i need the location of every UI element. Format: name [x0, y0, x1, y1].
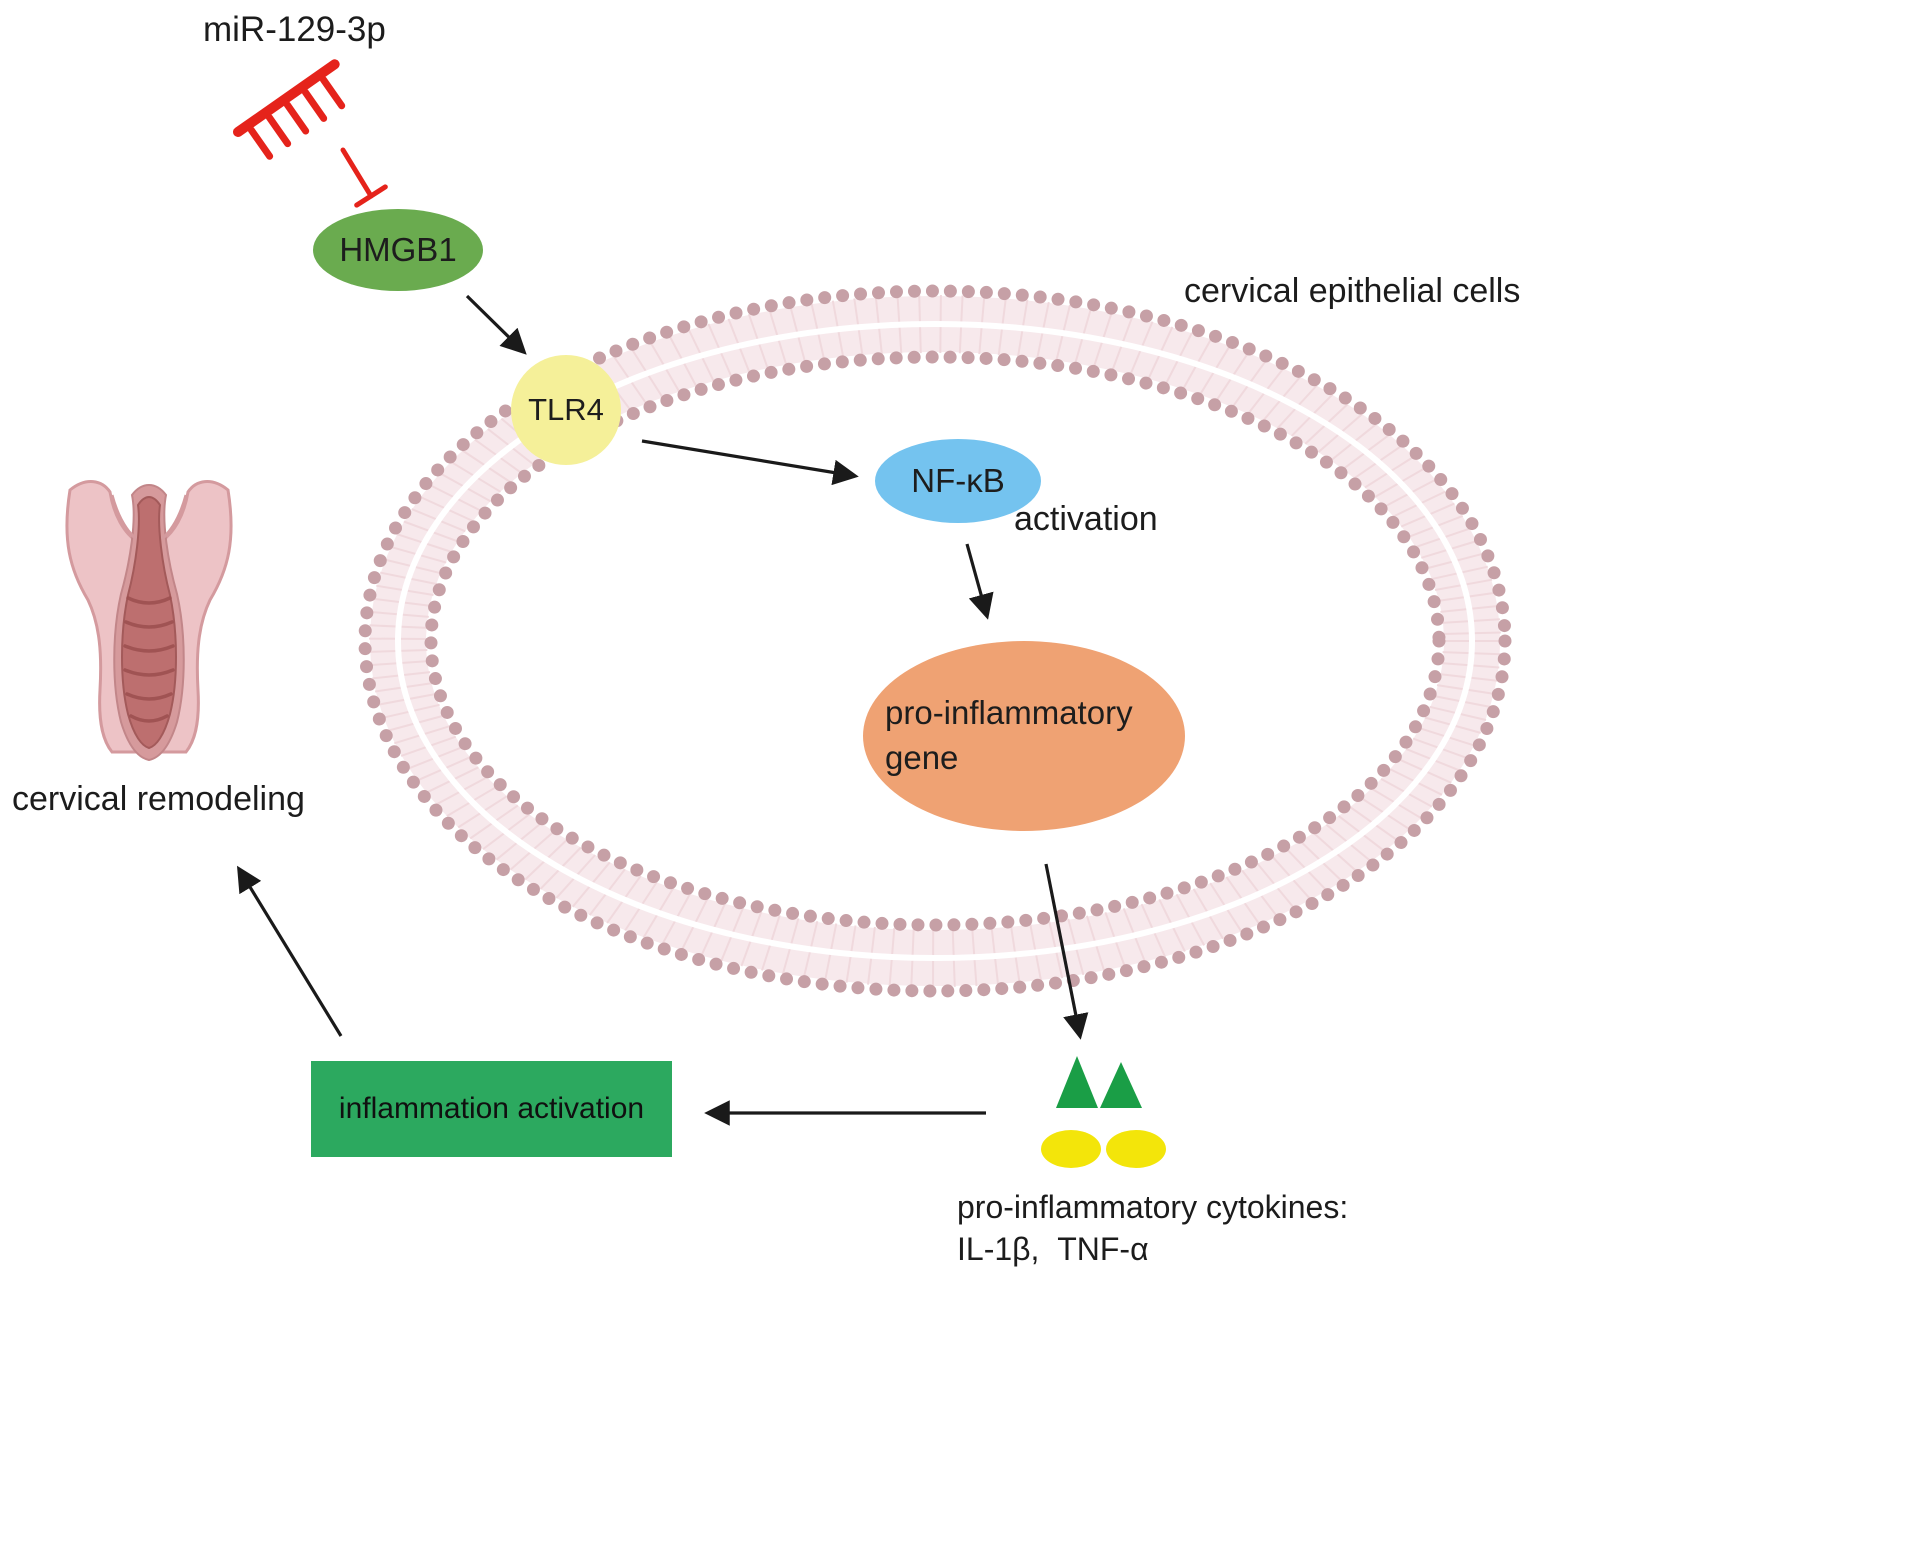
cell-membrane — [358, 284, 1512, 998]
cytokines-label-line1: pro-inflammatory cytokines: — [957, 1189, 1349, 1225]
arrow-nfkb-gene — [965, 543, 994, 620]
nfkb-label: NF-κB — [911, 462, 1005, 499]
cell-type-label: cervical epithelial cells — [1184, 272, 1521, 310]
cytokine-icons — [1041, 1056, 1166, 1168]
hmgb1-label: HMGB1 — [339, 231, 457, 268]
inflammation-label: inflammation activation — [338, 1092, 645, 1125]
cytokine-oval-icon — [1041, 1130, 1101, 1168]
cytokine-oval-icon — [1106, 1130, 1166, 1168]
arrow-hmgb1-tlr4 — [465, 294, 527, 355]
cervix-illustration — [65, 480, 233, 762]
tlr4-label: TLR4 — [528, 392, 604, 427]
nfkb-node: NF-κB — [875, 439, 1041, 523]
inflammation-activation-box: inflammation activation — [311, 1061, 672, 1157]
gene-label-line2: gene — [885, 739, 959, 776]
pro-inflammatory-gene-node: pro-inflammatory gene — [863, 641, 1185, 831]
tlr4-node: TLR4 — [511, 355, 621, 465]
mirna-label: miR-129-3p — [203, 10, 386, 49]
arrow-gene-cytokines — [1044, 863, 1089, 1040]
arrow-tlr4-nfkb — [641, 439, 859, 486]
activation-label: activation — [1014, 500, 1158, 538]
cytokine-triangle-icon — [1100, 1062, 1142, 1108]
arrow-inflammation-remodeling — [236, 865, 343, 1037]
membrane-outer-dots — [358, 284, 1512, 998]
cytokines-label-line2: IL-1β, TNF-α — [957, 1231, 1149, 1267]
membrane-inner-dots — [424, 350, 1446, 932]
hmgb1-node: HMGB1 — [313, 209, 483, 291]
cervical-remodeling-label: cervical remodeling — [12, 780, 305, 818]
mirna-icon — [233, 59, 346, 160]
cytokine-triangle-icon — [1056, 1056, 1098, 1108]
gene-label-line1: pro-inflammatory — [885, 694, 1133, 732]
inhibition-arrow — [340, 147, 388, 208]
